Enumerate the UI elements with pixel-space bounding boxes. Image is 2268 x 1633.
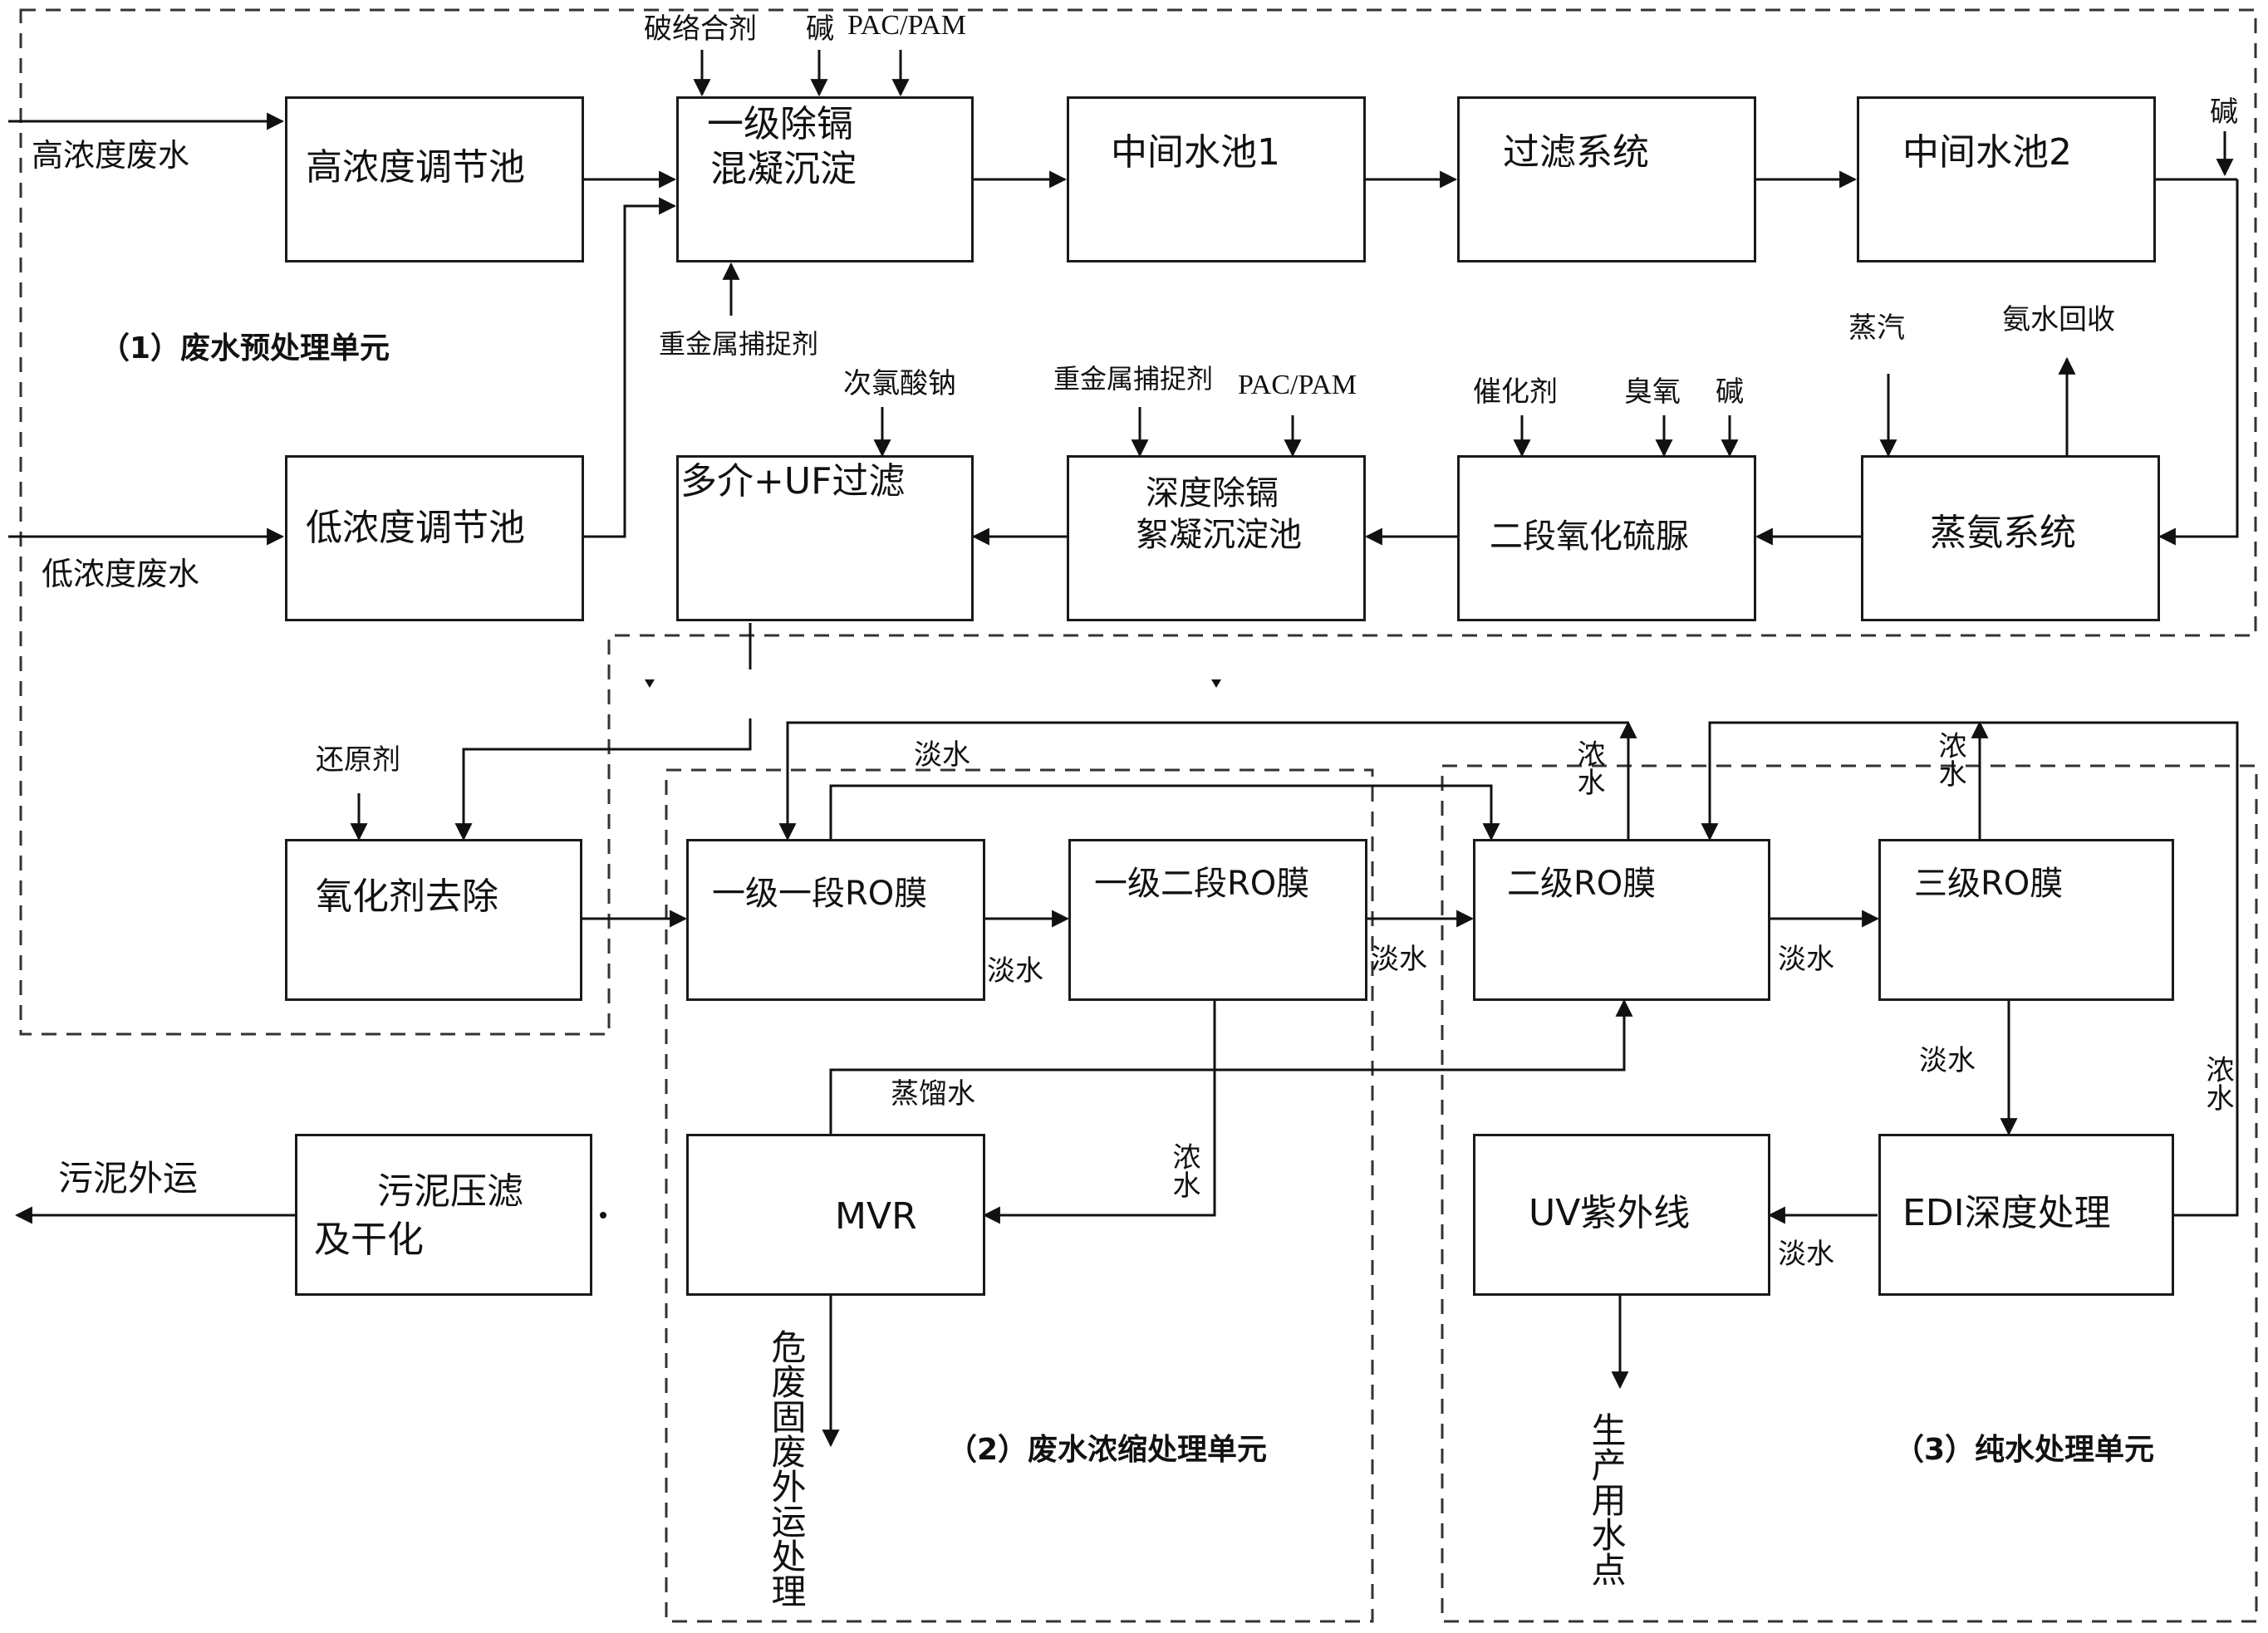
arrow-ro12-to-mvr: [982, 1001, 1216, 1224]
box-edi: EDI深度处理: [1878, 1134, 2174, 1296]
label-low-ww: 低浓度废水: [42, 556, 200, 592]
tick-marker: [1211, 679, 1221, 688]
label-hazwaste: 危废固废外运处理: [766, 1329, 807, 1608]
uv-label: UV紫外线: [1529, 1192, 1691, 1234]
label-fresh-water-ro12: 淡水: [1371, 943, 1427, 976]
box-sludge: 污泥压滤 及干化: [295, 1134, 592, 1296]
unit2-title: （2）废水浓缩处理单元: [947, 1433, 1268, 1467]
arrow-to-ammonia: [2158, 179, 2239, 546]
oxidizer-removal-label: 氧化剂去除: [316, 875, 498, 918]
dot-marker: [600, 1212, 606, 1219]
label-alkali-right: 碱: [2210, 96, 2238, 129]
box-mvr: MVR: [686, 1134, 985, 1296]
box-ro2: 二级RO膜: [1473, 839, 1770, 1001]
box-ro11: 一级一段RO膜: [686, 839, 985, 1001]
arrow-ro11-fresh-to-ro2: [829, 784, 1500, 841]
unit2-boundary: [665, 768, 1374, 1623]
label-catalyst: 催化剂: [1473, 375, 1558, 409]
label-production-use: 生产用水点: [1586, 1412, 1627, 1586]
unit1-boundary: [19, 8, 2257, 1036]
deep-label-a: 深度除镉: [1146, 474, 1279, 512]
arrow-concentrate-back-ro11: [778, 721, 1628, 841]
filter-label: 过滤系统: [1503, 131, 1649, 174]
unit3-boundary: [1441, 764, 2258, 1623]
oxid-label: 二段氧化硫脲: [1490, 517, 1689, 556]
box-filter: 过滤系统: [1457, 96, 1756, 262]
mvr-label: MVR: [835, 1195, 917, 1238]
ammonia-label: 蒸氨系统: [1930, 512, 2076, 554]
label-pacpam-1: PAC/PAM: [847, 10, 967, 41]
label-distilled: 蒸馏水: [891, 1077, 975, 1111]
label-naclo: 次氯酸钠: [843, 367, 956, 400]
box-high-tank: 高浓度调节池: [285, 96, 584, 262]
box-uf-filter: 多介+UF过滤: [676, 455, 974, 621]
mid2-label: 中间水池2: [1902, 131, 2072, 174]
label-ammonia-recovery: 氨水回收: [2002, 303, 2115, 336]
label-reductant: 还原剂: [316, 743, 400, 777]
label-hm-capture-2: 重金属捕捉剂: [1053, 363, 1214, 395]
box-oxid: 二段氧化硫脲: [1457, 455, 1756, 621]
ro12-label: 一级二段RO膜: [1094, 865, 1310, 903]
label-alkali-1: 碱: [806, 12, 834, 46]
low-tank-label: 低浓度调节池: [306, 507, 525, 549]
box-deep: 深度除镉 絮凝沉淀池: [1067, 455, 1366, 621]
label-fresh-water-ro3: 淡水: [1919, 1044, 1976, 1077]
label-decomplex: 破络合剂: [644, 12, 757, 46]
ro2-label: 二级RO膜: [1507, 865, 1657, 903]
coag1-label-a: 一级除镉: [707, 103, 853, 145]
unit1-title: （1）废水预处理单元: [100, 331, 390, 365]
unit3-title: （3）纯水处理单元: [1894, 1433, 2155, 1467]
sludge-label-b: 及干化: [314, 1219, 424, 1261]
label-high-ww: 高浓度废水: [32, 137, 190, 174]
box-ammonia: 蒸氨系统: [1861, 455, 2160, 621]
label-alkali-2: 碱: [1716, 375, 1744, 409]
mid1-label: 中间水池1: [1111, 131, 1280, 174]
label-concentrate-ro2: 浓水: [1572, 739, 1605, 796]
label-fresh-water-ro11: 淡水: [987, 954, 1043, 988]
box-oxidizer-removal: 氧化剂去除: [285, 839, 582, 1001]
label-steam: 蒸汽: [1848, 311, 1905, 345]
arrow-distilled-to-ro2: [829, 998, 1633, 1134]
label-concentrate-ro3: 浓水: [1933, 731, 1966, 787]
box-mid2: 中间水池2: [1857, 96, 2156, 262]
box-low-tank: 低浓度调节池: [285, 455, 584, 621]
coag1-label-b: 混凝沉淀: [710, 148, 857, 190]
label-fresh-water-ro2: 淡水: [1778, 943, 1834, 976]
box-coag1: 一级除镉 混凝沉淀: [676, 96, 974, 262]
deep-label-b: 絮凝沉淀池: [1136, 516, 1302, 554]
arrow-edi-concentrate: [1710, 721, 2239, 1217]
arrow-low-to-coag: [583, 197, 677, 538]
high-tank-label: 高浓度调节池: [306, 146, 525, 189]
box-ro3: 三级RO膜: [1878, 839, 2174, 1001]
box-ro12: 一级二段RO膜: [1068, 839, 1367, 1001]
label-hm-capture-1: 重金属捕捉剂: [659, 328, 819, 360]
label-ozone: 臭氧: [1624, 375, 1681, 409]
sludge-label-a: 污泥压滤: [377, 1170, 523, 1213]
tick-marker: [645, 679, 655, 688]
uf-filter-label: 多介+UF过滤: [680, 460, 906, 503]
edi-label: EDI深度处理: [1902, 1192, 2111, 1234]
ro11-label: 一级一段RO膜: [712, 875, 928, 913]
arrow-to-oxidizer-removal: [454, 718, 752, 841]
label-concentrate-edi: 浓水: [2201, 1055, 2234, 1111]
box-uv: UV紫外线: [1473, 1134, 1770, 1296]
label-pacpam-2: PAC/PAM: [1238, 370, 1357, 400]
label-fresh-water-edi: 淡水: [1778, 1238, 1834, 1271]
label-sludge-out: 污泥外运: [58, 1158, 199, 1199]
label-concentrate-mvr: 浓水: [1167, 1142, 1200, 1199]
label-fresh-water-top: 淡水: [914, 738, 970, 772]
ro3-label: 三级RO膜: [1914, 865, 2064, 903]
box-mid1: 中间水池1: [1067, 96, 1366, 262]
